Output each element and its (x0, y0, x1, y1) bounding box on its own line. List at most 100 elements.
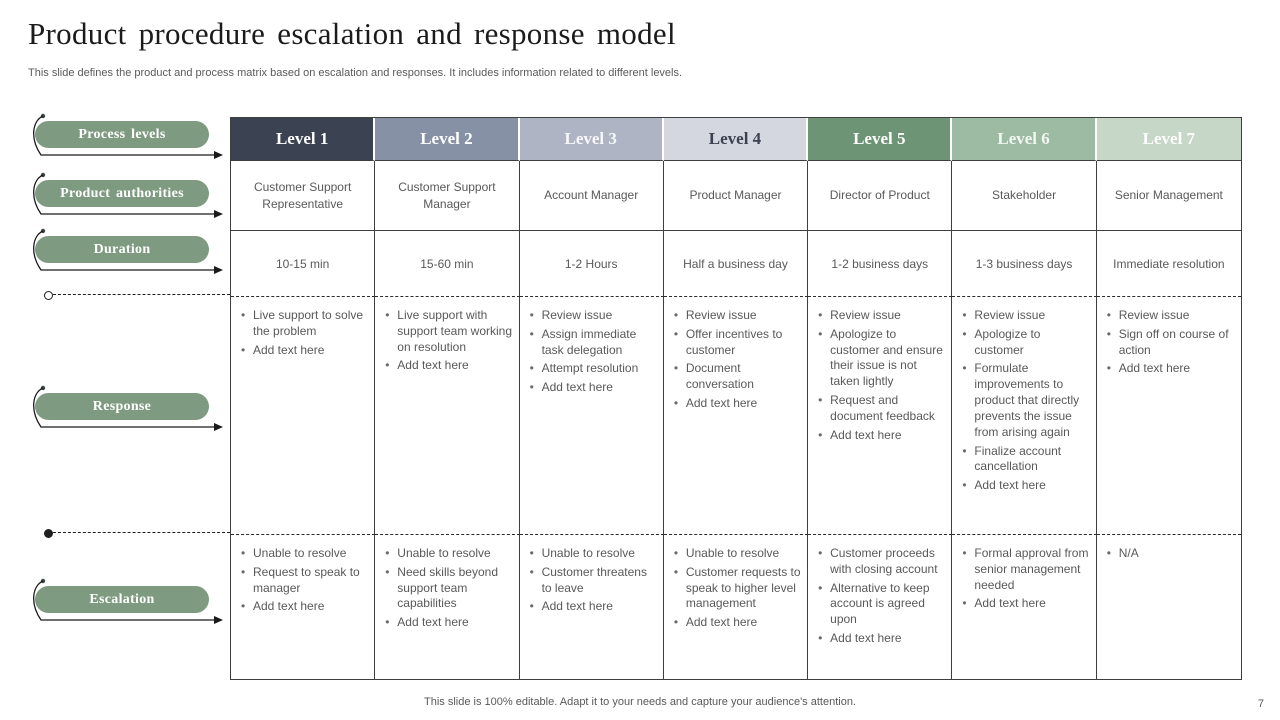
bullet-item: Review issue (527, 308, 658, 324)
authority-cell: Product Manager (663, 161, 809, 231)
authority-cell: Stakeholder (952, 161, 1097, 231)
bullet-item: Review issue (815, 308, 946, 324)
level-header-cell: Level 3 (519, 118, 664, 161)
level-header-cell: Level 4 (663, 118, 809, 161)
bullet-item: Add text here (527, 380, 658, 396)
bullet-item: Customer threatens to leave (527, 565, 658, 597)
response-bullet-list: Review issueApologize to customerFormula… (959, 308, 1090, 494)
row-label-duration: Duration (30, 226, 230, 278)
level-header-cell: Level 6 (952, 118, 1097, 161)
escalation-cell: Unable to resolveCustomer threatens to l… (519, 534, 664, 679)
duration-cell: Immediate resolution (1113, 256, 1225, 271)
page-number: 7 (1257, 698, 1264, 710)
bullet-item: Review issue (671, 308, 802, 324)
duration-cell: 15-60 min (375, 231, 520, 296)
response-cell: Review issueApologize to customer and en… (808, 296, 953, 534)
bullet-item: Add text here (382, 615, 513, 631)
bullet-item: Add text here (959, 478, 1090, 494)
level-header-cell: Level 5 (808, 118, 953, 161)
dashed-connector-line (53, 294, 230, 295)
escalation-cell: N/A (1096, 534, 1241, 679)
bullet-item: Unable to resolve (382, 546, 513, 562)
row-label-product-authorities: Product authorities (30, 170, 230, 222)
process-levels-pill: Process levels (35, 121, 209, 148)
bullet-item: Apologize to customer (959, 327, 1090, 359)
authority-cell: Customer Support Representative (231, 161, 376, 231)
escalation-cell: Unable to resolveNeed skills beyond supp… (375, 534, 520, 679)
level-header-cell: Level 7 (1096, 118, 1241, 161)
curved-arrow-icon (33, 172, 223, 218)
bullet-item: Apologize to customer and ensure their i… (815, 327, 946, 390)
escalation-matrix-table: Level 1 Level 2 Level 3 Level 4 Level 5 … (230, 117, 1242, 680)
row-label-process-levels: Process levels (30, 111, 230, 163)
bullet-item: Add text here (671, 615, 802, 631)
escalation-bullet-list: Unable to resolveRequest to speak to man… (238, 546, 369, 615)
bullet-item: Request to speak to manager (238, 565, 369, 597)
bullet-item: Add text here (238, 599, 369, 615)
bullet-item: Customer proceeds with closing account (815, 546, 946, 578)
escalation-cell: Customer proceeds with closing accountAl… (808, 534, 953, 679)
response-bullet-list: Review issueApologize to customer and en… (815, 308, 946, 444)
escalation-bullet-list: Unable to resolveCustomer threatens to l… (527, 546, 658, 615)
bullet-item: Live support to solve the problem (238, 308, 369, 340)
page-subtitle: This slide defines the product and proce… (28, 67, 683, 79)
connector-node-filled-icon (44, 529, 53, 538)
escalation-cell: Unable to resolveCustomer requests to sp… (663, 534, 809, 679)
escalation-cell: Formal approval from senior management n… (952, 534, 1097, 679)
bullet-item: Attempt resolution (527, 361, 658, 377)
bullet-item: Formal approval from senior management n… (959, 546, 1090, 593)
curved-arrow-icon (33, 578, 223, 624)
bullet-item: Unable to resolve (671, 546, 802, 562)
duration-cell: 1-2 business days (808, 231, 953, 296)
bullet-item: Add text here (959, 596, 1090, 612)
curved-arrow-icon (33, 385, 223, 431)
bullet-item: Formulate improvements to product that d… (959, 361, 1090, 440)
authority-cell: Director of Product (808, 161, 953, 231)
curved-arrow-icon (33, 113, 223, 159)
response-cell: Live support with support team working o… (375, 296, 520, 534)
response-bullet-list: Review issueSign off on course of action… (1104, 308, 1236, 377)
response-bullet-list: Live support with support team working o… (382, 308, 513, 374)
bullet-item: Assign immediate task delegation (527, 327, 658, 359)
bullet-item: Add text here (238, 343, 369, 359)
page-title: Product procedure escalation and respons… (28, 16, 676, 51)
escalation-cell: Unable to resolveRequest to speak to man… (231, 534, 376, 679)
product-authorities-pill: Product authorities (35, 180, 209, 207)
bullet-item: Request and document feedback (815, 393, 946, 425)
duration-cell: 1-3 business days (952, 231, 1097, 296)
bullet-item: Unable to resolve (238, 546, 369, 562)
response-bullet-list: Review issueAssign immediate task delega… (527, 308, 658, 396)
bullet-item: N/A (1104, 546, 1236, 562)
response-bullet-list: Live support to solve the problemAdd tex… (238, 308, 369, 358)
bullet-item: Review issue (959, 308, 1090, 324)
response-pill: Response (35, 393, 209, 420)
bullet-item: Finalize account cancellation (959, 444, 1090, 476)
bullet-item: Need skills beyond support team capabili… (382, 565, 513, 612)
level-header-cell: Level 1 (231, 118, 376, 161)
duration-cell: Half a business day (664, 231, 809, 296)
bullet-item: Review issue (1104, 308, 1236, 324)
level-header-cell: Level 2 (375, 118, 520, 161)
duration-pill: Duration (35, 236, 209, 263)
response-cell: Review issueOffer incentives to customer… (663, 296, 809, 534)
authority-cell: Account Manager (519, 161, 664, 231)
response-cell: Review issueAssign immediate task delega… (519, 296, 664, 534)
bullet-item: Add text here (1104, 361, 1236, 377)
bullet-item: Unable to resolve (527, 546, 658, 562)
response-cell: Live support to solve the problemAdd tex… (231, 296, 376, 534)
escalation-bullet-list: Unable to resolveNeed skills beyond supp… (382, 546, 513, 631)
escalation-pill: Escalation (35, 586, 209, 613)
curved-arrow-icon (33, 228, 223, 274)
response-cell: Review issueSign off on course of action… (1096, 296, 1241, 534)
response-bullet-list: Review issueOffer incentives to customer… (671, 308, 802, 412)
bullet-item: Add text here (815, 631, 946, 647)
bullet-item: Live support with support team working o… (382, 308, 513, 355)
bullet-item: Customer requests to speak to higher lev… (671, 565, 802, 612)
authority-cell: Customer Support Manager (375, 161, 520, 231)
bullet-item: Sign off on course of action (1104, 327, 1236, 359)
footer-note: This slide is 100% editable. Adapt it to… (424, 696, 856, 708)
escalation-bullet-list: N/A (1104, 546, 1236, 562)
authority-cell: Senior Management (1096, 161, 1241, 231)
bullet-item: Add text here (382, 358, 513, 374)
escalation-bullet-list: Unable to resolveCustomer requests to sp… (671, 546, 802, 631)
